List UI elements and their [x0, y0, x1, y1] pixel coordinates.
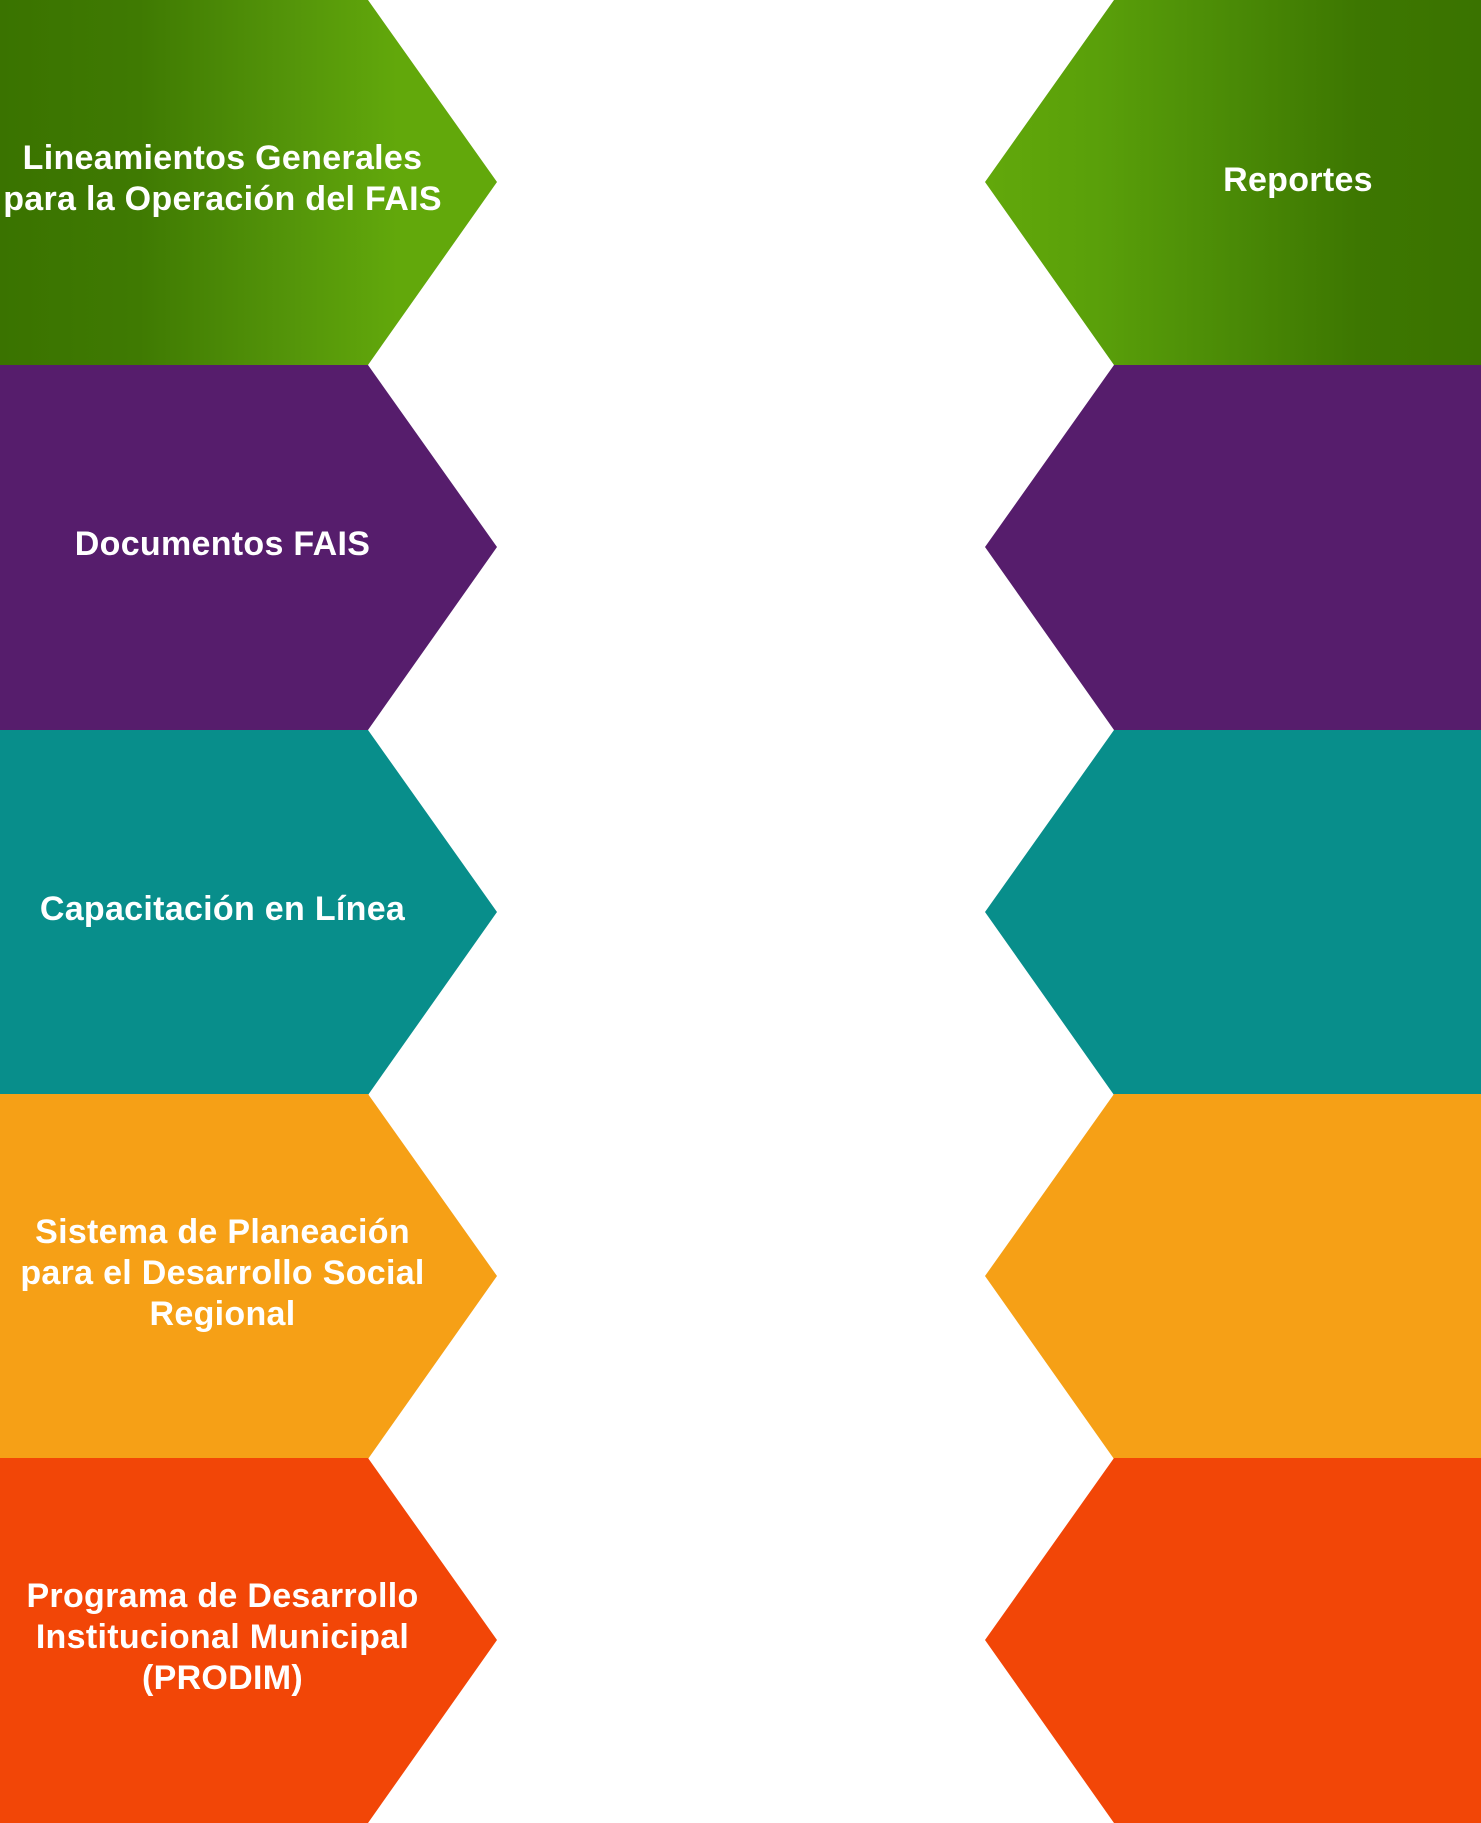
tile-label: Lineamientos Generales para la Operación…: [3, 139, 442, 218]
tile-label: Sistema de Planeación para el Desarrollo…: [20, 1212, 425, 1333]
tile-sistema-de-planeacion[interactable]: Sistema de Planeación para el Desarrollo…: [0, 1094, 497, 1459]
tile-lineamientos-generales[interactable]: Lineamientos Generales para la Operación…: [0, 0, 497, 365]
tile-right-red-orange[interactable]: [985, 1458, 1481, 1823]
tile-right-teal[interactable]: [985, 730, 1481, 1095]
tile-right-purple[interactable]: [985, 365, 1481, 730]
tile-label: Documentos FAIS: [74, 524, 371, 563]
tile-right-orange[interactable]: [985, 1094, 1481, 1459]
tile-prodim[interactable]: Programa de Desarrollo Institucional Mun…: [0, 1458, 497, 1823]
tile-label: Programa de Desarrollo Institucional Mun…: [26, 1576, 419, 1697]
tile-reportes[interactable]: Reportes: [985, 0, 1481, 365]
tile-capacitacion-en-linea[interactable]: Capacitación en Línea: [0, 730, 497, 1095]
tile-label: Capacitación en Línea: [39, 889, 406, 928]
tile-label: Reportes: [1223, 161, 1373, 199]
tile-documentos-fais[interactable]: Documentos FAIS: [0, 365, 497, 730]
